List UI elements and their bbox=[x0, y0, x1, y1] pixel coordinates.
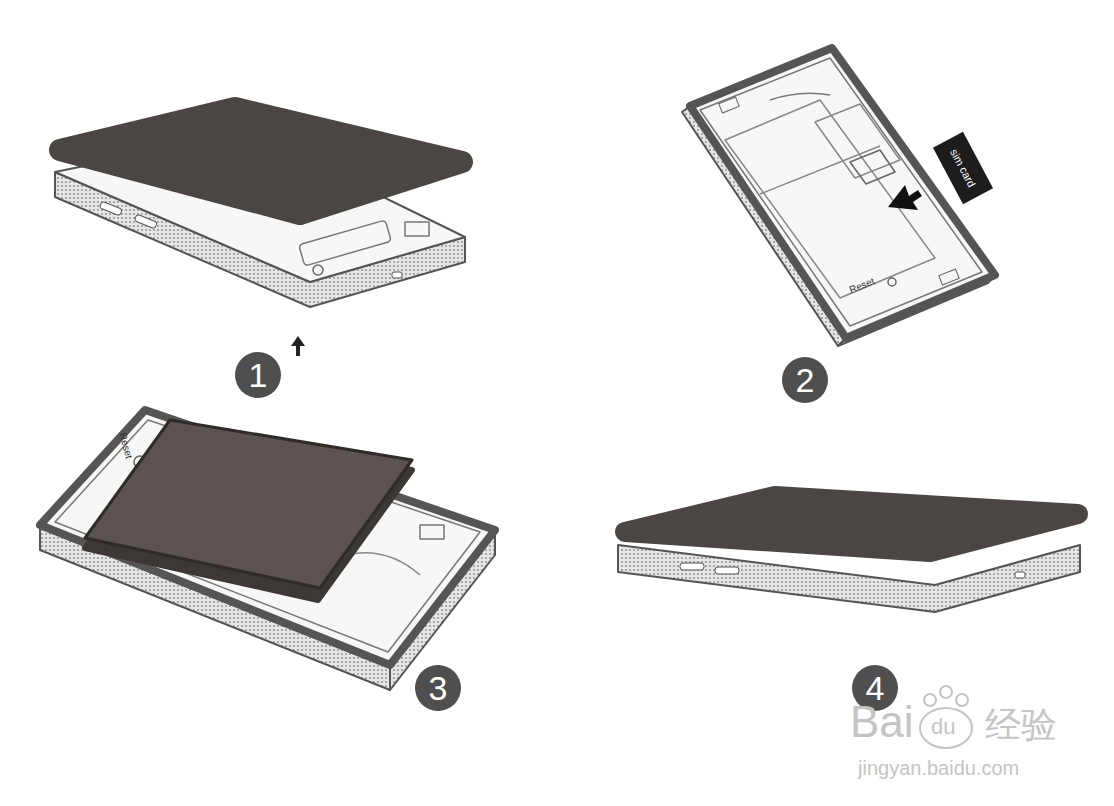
watermark: Bai bbox=[850, 700, 914, 744]
watermark-logo bbox=[920, 686, 972, 748]
step-2-device bbox=[682, 48, 995, 346]
watermark: du bbox=[931, 716, 955, 738]
sim-card-text: sim card bbox=[948, 147, 978, 189]
callout-number: 2 bbox=[782, 357, 828, 403]
watermark-url: jingyan.baidu.com bbox=[858, 758, 1019, 778]
callout-number-text: 1 bbox=[249, 358, 268, 392]
callout-number: 3 bbox=[415, 665, 461, 711]
step-3-device bbox=[40, 410, 495, 690]
callout-number: 1 bbox=[235, 352, 281, 398]
step-4-device bbox=[618, 496, 1080, 612]
callout-number-text: 2 bbox=[796, 363, 815, 397]
sim-card: sim card bbox=[933, 132, 993, 204]
watermark: 经验 bbox=[985, 707, 1057, 743]
step-1-device bbox=[55, 108, 465, 356]
callout-number-text: 3 bbox=[429, 671, 448, 705]
